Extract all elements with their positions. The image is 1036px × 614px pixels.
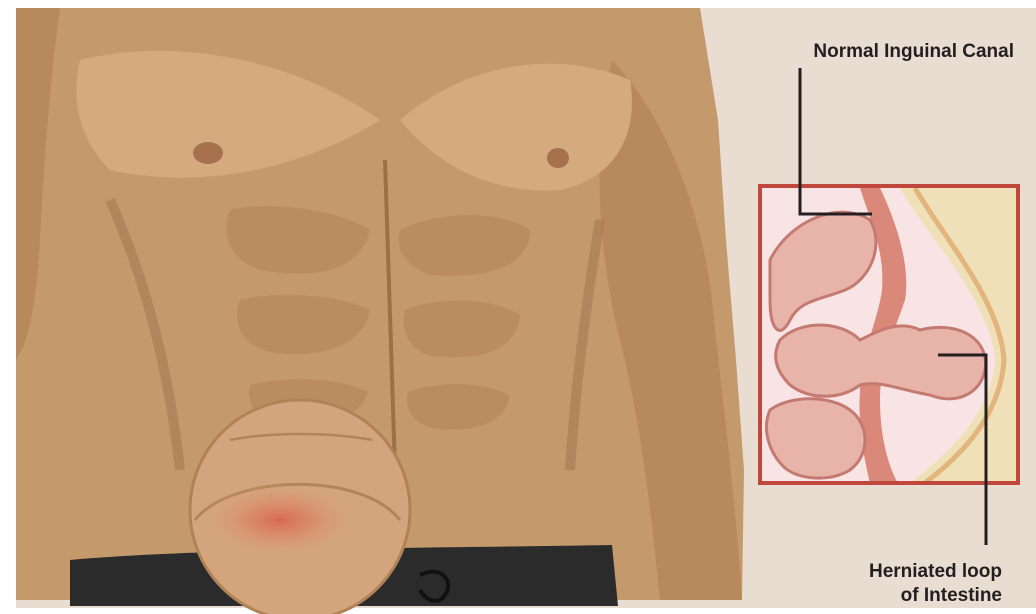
- label-herniated-line1: Herniated loop: [869, 560, 1002, 584]
- label-herniated-line2: of Intestine: [869, 584, 1002, 608]
- magnified-groin-circle: [190, 400, 410, 614]
- label-normal-inguinal-canal: Normal Inguinal Canal: [813, 40, 1014, 64]
- cross-section-inset: [760, 186, 1018, 483]
- label-herniated-loop: Herniated loop of Intestine: [869, 560, 1002, 608]
- left-nipple: [193, 142, 223, 164]
- inflamed-bulge: [200, 482, 360, 558]
- right-nipple: [547, 148, 569, 168]
